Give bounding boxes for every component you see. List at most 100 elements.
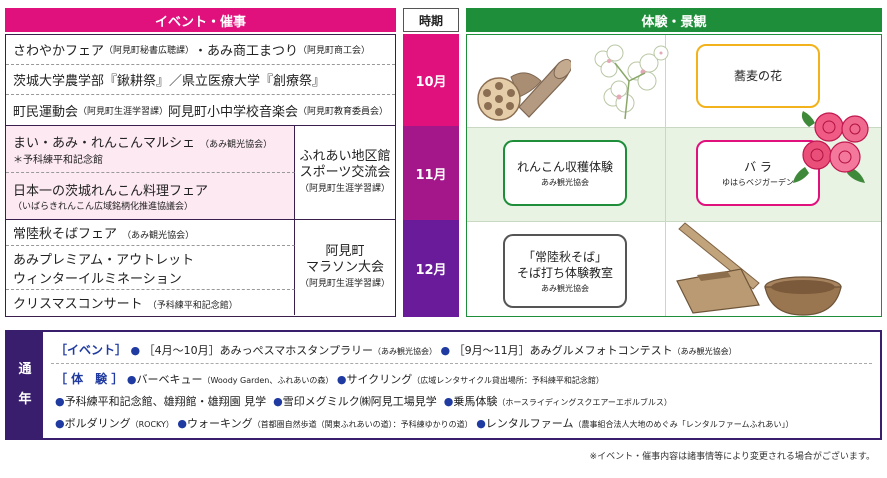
card-organizer: ゆはらベジガーデン [722, 177, 794, 187]
event-side-nov: ふれあい地区館 スポーツ交流会 （阿見町生涯学習課） [295, 126, 395, 220]
bullet-icon: ● [126, 373, 137, 386]
year-round-item: 予科練平和記念館、雄翔館・雄翔園 見学 [64, 395, 267, 408]
card-title: そば打ち体験教室 [516, 265, 613, 280]
event-title: ・あみ商工まつり [194, 44, 299, 59]
footnote: ※イベント・催事内容は諸事情等により変更される場合がございます。 [589, 452, 875, 462]
event-row: 茨城大学農学部『鍬耕祭』／県立医療大学『創療祭』 [6, 65, 395, 95]
event-title: 阿見町 [325, 243, 365, 259]
year-round-experience-line: ［ 体 験 ］ ●バーベキュー（Woody Garden、ふれあいの森） ●サイ… [55, 370, 604, 387]
year-round-experience-line: ●ボルダリング（ROCKY） ●ウォーキング（首都圏自然歩道（関東ふれあいの道）… [55, 415, 793, 431]
event-organizer: （いばらきれんこん広域銘柄化推進協議会） [13, 202, 194, 212]
event-organizer: （阿見町生涯学習課） [299, 278, 390, 289]
year-round-box: 通 年 ［イベント］ ● ［4月～10月］あみっぺスマホスタンプラリー（あみ観光… [5, 330, 882, 440]
lotus-root-illustration [477, 58, 571, 121]
year-round-organizer: （あみ観光協会） [372, 347, 437, 356]
experience-divider [467, 127, 881, 128]
category-label: ［イベント］ [55, 343, 128, 357]
event-title: 常陸秋そばフェア [13, 227, 118, 242]
period-header: 時期 [403, 8, 459, 32]
buckwheat-flower-illustration [594, 44, 669, 120]
card-lotus-harvest[interactable]: れんこん収穫体験 あみ観光協会 [503, 140, 627, 206]
month-october: 10月 [403, 34, 459, 126]
year-round-item: ［4月～10月］あみっぺスマホスタンプラリー [143, 344, 373, 357]
year-round-organizer: （広域レンタサイクル貸出場所：予科練平和記念館） [412, 376, 604, 385]
events-header: イベント・催事 [5, 8, 396, 32]
card-buckwheat-flower[interactable]: 蕎麦の花 [696, 44, 820, 108]
bullet-icon: ● [440, 344, 451, 357]
event-organizer: （あみ観光協会） [122, 231, 195, 241]
rose-illustration [793, 111, 869, 183]
event-title: クリスマスコンサート [13, 297, 143, 312]
year-round-item: サイクリング [346, 373, 413, 386]
year-round-item: ウォーキング [187, 417, 253, 430]
card-title: 「常陸秋そば」 [522, 249, 607, 264]
event-title: 日本一の茨城れんこん料理フェア [13, 184, 209, 199]
event-title: 町民運動会 [13, 104, 79, 120]
event-title: さわやかフェア [13, 44, 105, 59]
card-title: 蕎麦の花 [733, 69, 782, 83]
year-round-organizer: （Woody Garden、ふれあいの森） [202, 376, 334, 385]
year-round-organizer: （ROCKY） [130, 420, 174, 429]
event-title: ふれあい地区館 [299, 148, 391, 164]
card-organizer: あみ観光協会 [541, 283, 589, 293]
event-organizer: （阿見町教育委員会） [298, 106, 389, 117]
year-round-organizer: （ホースライディングスクエアーエボルブルス） [497, 398, 672, 407]
event-row: あみプレミアム・アウトレット ウィンターイルミネーション [6, 246, 295, 290]
year-round-item: レンタルファーム [485, 417, 574, 430]
event-organizer: （阿見町生涯学習課） [78, 106, 169, 117]
event-organizer: （あみ観光協会） [200, 140, 273, 150]
bullet-icon: ● [336, 373, 347, 386]
year-round-divider [51, 363, 872, 364]
bullet-icon: ● [130, 344, 141, 357]
event-note: ＊予科練平和記念館 [13, 155, 103, 166]
experience-divider [665, 35, 666, 316]
event-row: まい・あみ・れんこんマルシェ （あみ観光協会） ＊予科練平和記念館 [6, 126, 295, 173]
experience-header: 体験・景観 [466, 8, 882, 32]
event-title: あみプレミアム・アウトレット [13, 252, 195, 268]
year-round-label-char: 通 [18, 362, 32, 377]
event-row: 町民運動会 （阿見町生涯学習課） 阿見町小中学校音楽会 （阿見町教育委員会） [6, 95, 395, 126]
year-round-organizer: （あみ観光協会） [672, 347, 737, 356]
events-table: さわやかフェア （阿見町秘書広聴課） ・あみ商工まつり （阿見町商工会） 茨城大… [5, 34, 396, 317]
year-round-item: 雪印メグミルク㈱阿見工場見学 [282, 395, 437, 408]
year-round-item: 乗馬体験 [453, 395, 498, 408]
soba-tools-illustration [676, 222, 842, 316]
event-organizer: （阿見町生涯学習課） [299, 183, 390, 194]
event-organizer: （阿見町秘書広聴課） [104, 46, 195, 56]
bullet-icon: ● [443, 395, 454, 408]
year-round-label-char: 年 [18, 392, 32, 407]
bullet-icon: ● [177, 417, 188, 430]
card-soba-making[interactable]: 「常陸秋そば」 そば打ち体験教室 あみ観光協会 [503, 234, 627, 308]
event-title: 茨城大学農学部『鍬耕祭』／県立医療大学『創療祭』 [13, 74, 326, 89]
year-round-events-line: ［イベント］ ● ［4月～10月］あみっぺスマホスタンプラリー（あみ観光協会） … [55, 341, 737, 358]
event-organizer: （予科練平和記念館） [147, 301, 238, 311]
card-organizer: あみ観光協会 [541, 177, 589, 187]
card-rose[interactable]: バ ラ ゆはらベジガーデン [696, 140, 820, 206]
year-round-organizer: （首都圏自然歩道（関東ふれあいの道）：予科練ゆかりの道） [252, 420, 473, 429]
experience-panel: 蕎麦の花 れんこん収穫体験 あみ観光協会 バ ラ ゆはらベジガーデン [466, 34, 882, 317]
year-round-item: ボルダリング [64, 417, 131, 430]
month-november: 11月 [403, 126, 459, 220]
month-december: 12月 [403, 220, 459, 317]
bullet-icon: ● [273, 395, 283, 408]
bullet-icon: ● [476, 417, 486, 430]
event-organizer: （阿見町商工会） [298, 46, 371, 56]
year-round-experience-line: ●予科練平和記念館、雄翔館・雄翔園 見学 ●雪印メグミルク㈱阿見工場見学 ●乗馬… [55, 393, 672, 409]
event-row: 常陸秋そばフェア （あみ観光協会） [6, 220, 295, 246]
event-title: 阿見町小中学校音楽会 [168, 104, 299, 120]
year-round-item: ［9月～11月］あみグルメフォトコンテスト [453, 344, 673, 357]
year-round-item: バーベキュー [136, 373, 203, 386]
bullet-icon: ● [55, 395, 65, 408]
experience-divider [467, 221, 881, 222]
category-label: ［ 体 験 ］ [55, 372, 124, 386]
year-round-organizer: （農事組合法人大地のめぐみ「レンタルファームふれあい」） [573, 420, 794, 429]
event-side-dec: 阿見町 マラソン大会 （阿見町生涯学習課） [295, 220, 395, 315]
card-title: れんこん収穫体験 [516, 159, 613, 174]
event-title: ウィンターイルミネーション [13, 271, 182, 287]
bullet-icon: ● [55, 417, 65, 430]
event-row: さわやかフェア （阿見町秘書広聴課） ・あみ商工まつり （阿見町商工会） [6, 35, 395, 65]
year-round-label: 通 年 [7, 332, 43, 438]
event-row: 日本一の茨城れんこん料理フェア （いばらきれんこん広域銘柄化推進協議会） [6, 173, 295, 220]
event-title: まい・あみ・れんこんマルシェ [13, 136, 196, 151]
